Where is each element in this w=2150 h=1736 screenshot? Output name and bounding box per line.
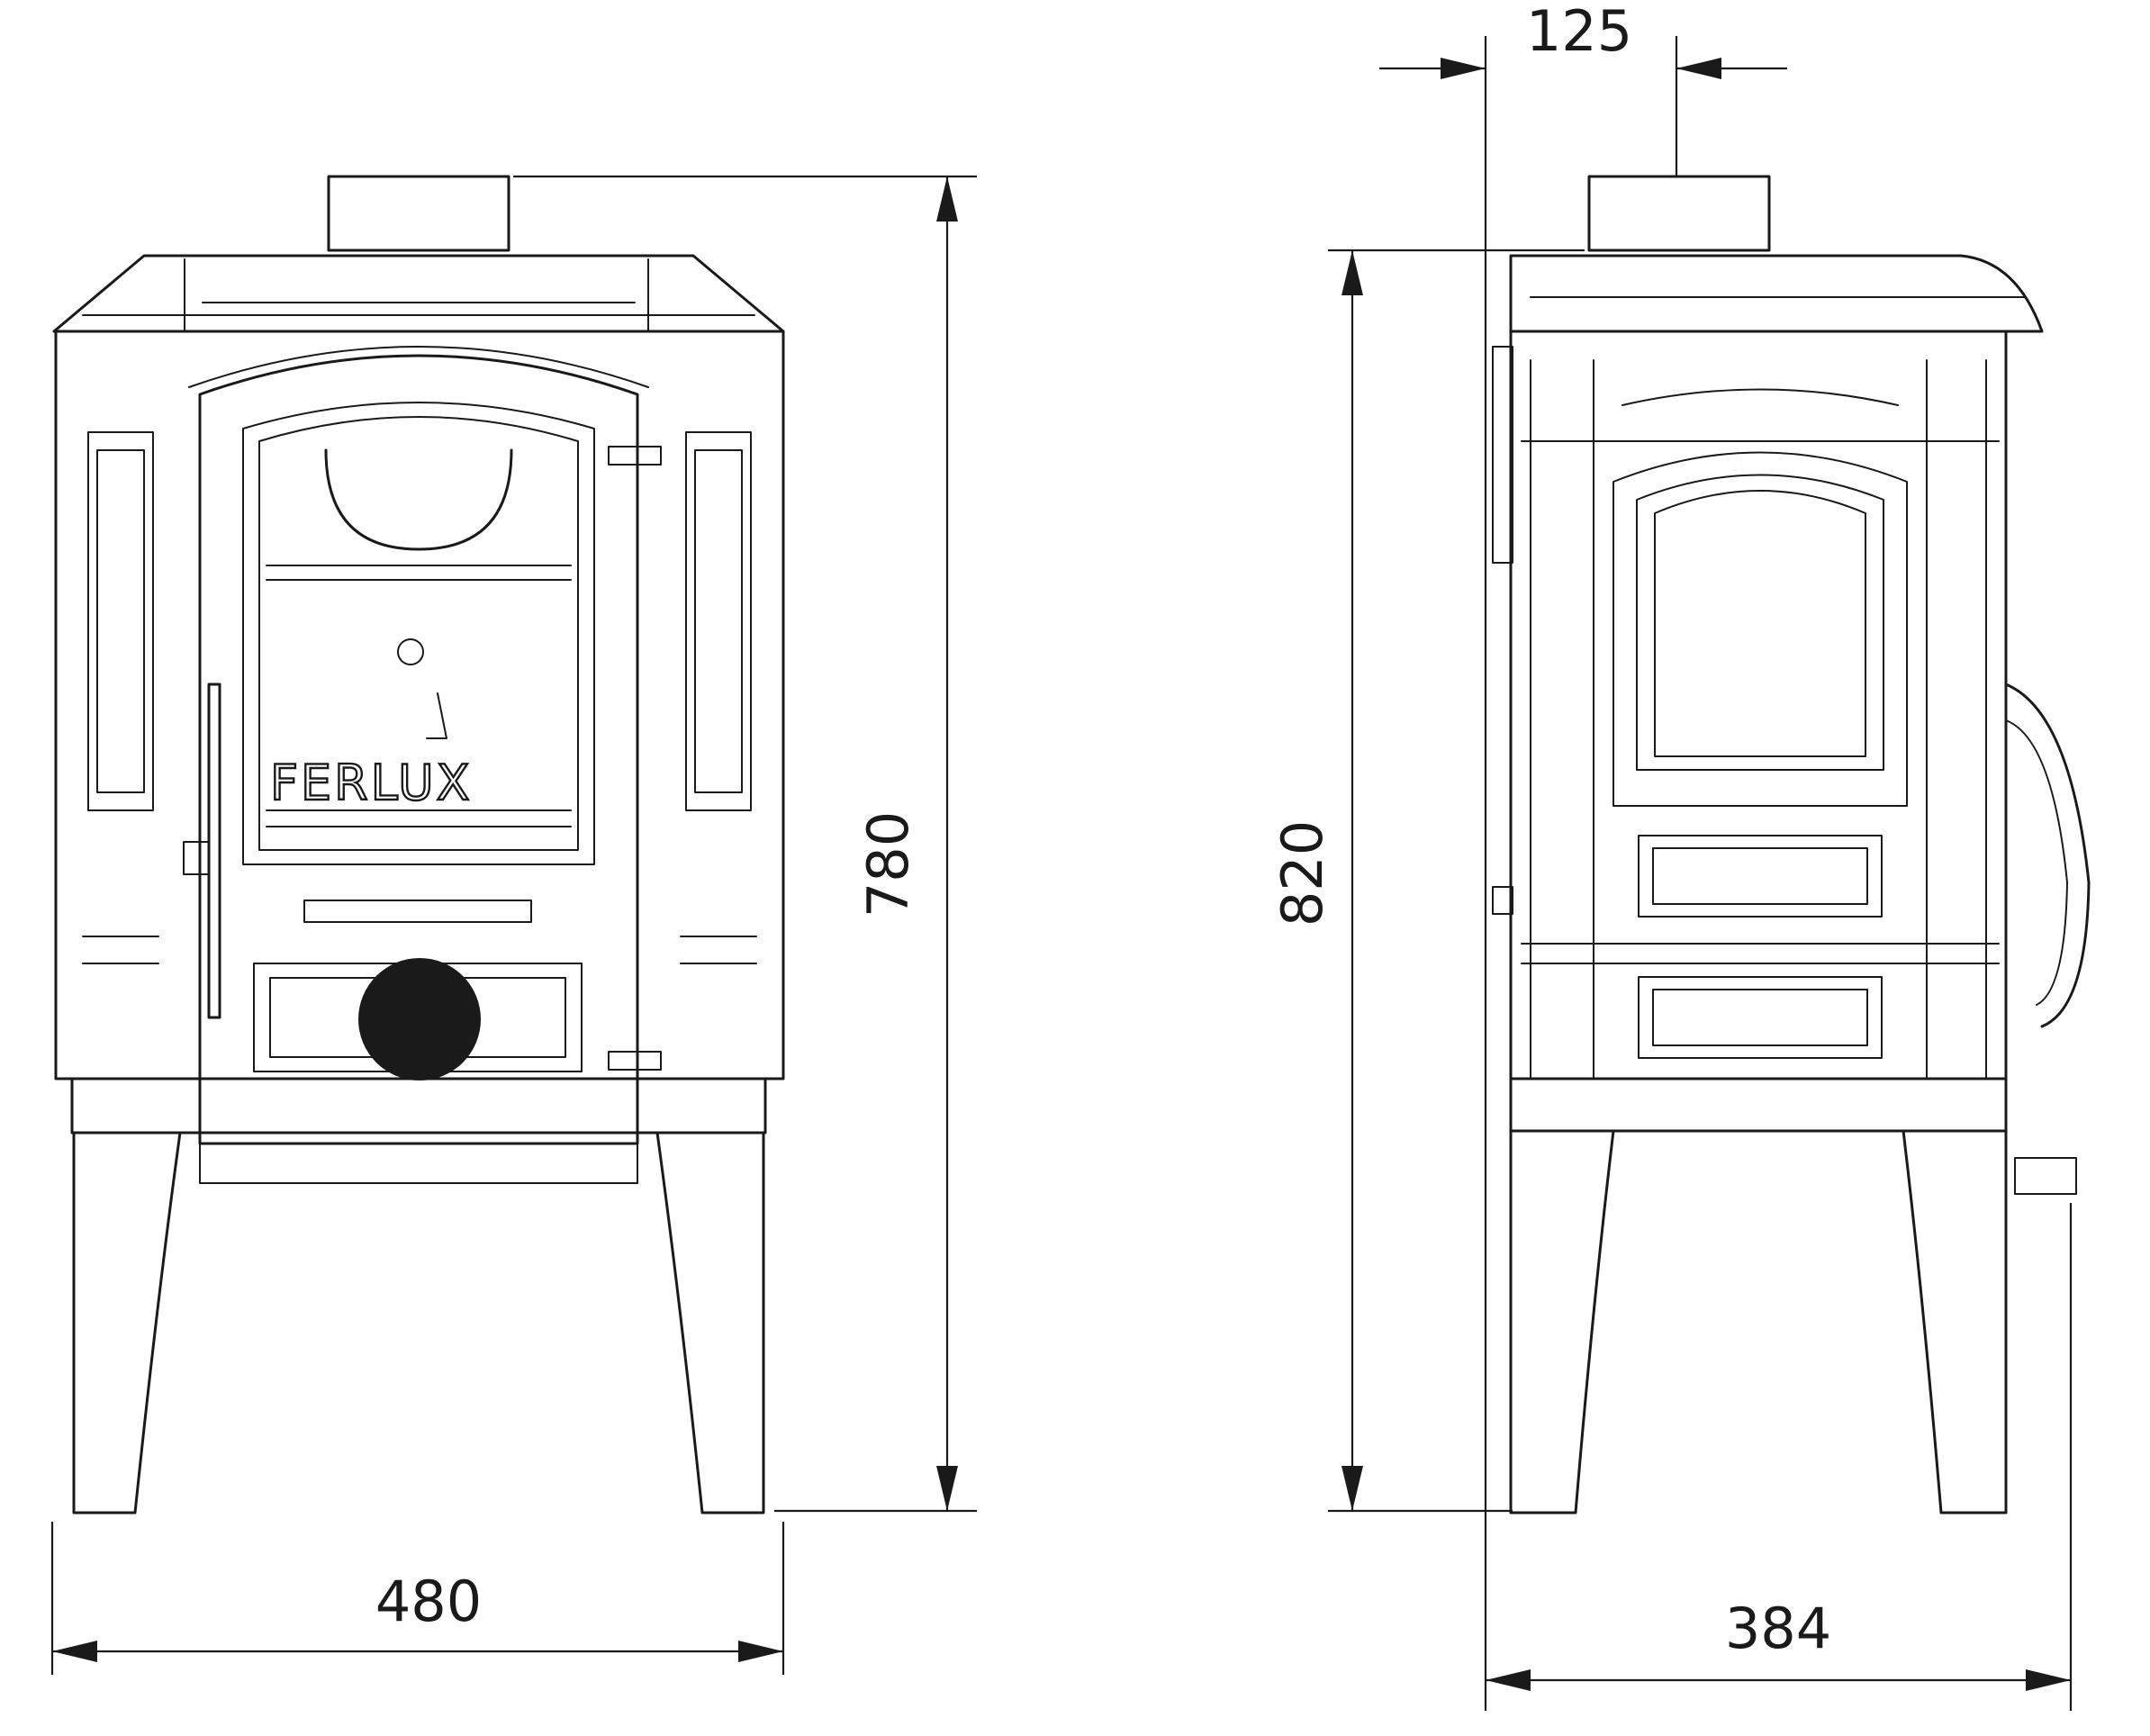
side-upper-panel (1638, 835, 1883, 918)
dim-front-width-label: 480 (375, 1569, 482, 1634)
front-left-pilaster (87, 431, 154, 811)
front-fire-grate-ring (324, 448, 513, 551)
dim-front-width: 480 (50, 1522, 785, 1675)
dim-flue-offset: 125 (1379, 0, 1787, 1711)
side-plinth (1509, 1077, 2008, 1133)
front-top-plate (52, 254, 785, 333)
front-right-leg (655, 1131, 765, 1514)
front-door-window (242, 402, 595, 865)
front-plinth (70, 1077, 767, 1135)
dim-side-height-label: 820 (1269, 820, 1335, 927)
front-vent-bar (303, 900, 532, 923)
dim-front-height: 780 (513, 175, 977, 1513)
front-view: FERLUX (52, 175, 785, 1514)
side-view (1492, 175, 2091, 1514)
front-door (198, 354, 639, 1145)
front-left-leg (72, 1131, 182, 1514)
side-left-leg (1509, 1129, 1615, 1514)
front-door-handle (207, 683, 221, 1019)
side-lower-panel (1638, 976, 1883, 1059)
front-right-pilaster (685, 431, 752, 811)
dim-flue-offset-label: 125 (1526, 0, 1632, 64)
side-right-leg (1902, 1129, 2008, 1514)
front-air-control-knob (358, 958, 481, 1080)
side-window-frame (1612, 451, 1908, 807)
dim-side-height: 820 (1269, 249, 1585, 1513)
front-flue-collar (327, 175, 510, 252)
side-flue-collar (1587, 175, 1771, 252)
side-body (1509, 330, 2008, 1080)
dim-side-depth-label: 384 (1725, 1596, 1831, 1661)
side-air-spigot (2014, 1157, 2077, 1195)
front-logo-text: FERLUX (270, 755, 473, 811)
dim-side-depth: 384 (1486, 1203, 2073, 1711)
dim-front-height-label: 780 (855, 811, 921, 918)
side-door-handle (2004, 683, 2091, 1028)
side-top-plate (1509, 254, 2044, 333)
